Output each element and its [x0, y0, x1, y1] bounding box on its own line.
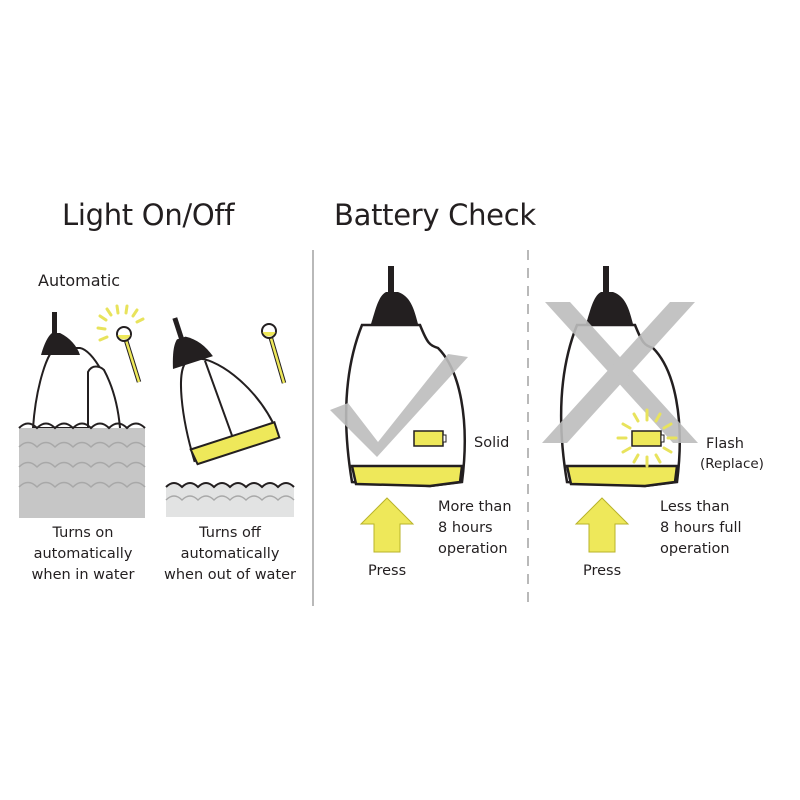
- battery-bad-sensor: [542, 266, 698, 553]
- replace-label: (Replace): [700, 456, 764, 472]
- press-arrow-icon[interactable]: [359, 497, 415, 553]
- sensor-out-of-water: [165, 317, 295, 517]
- solid-indicator-label: Solid: [474, 435, 510, 451]
- automatic-label: Automatic: [38, 271, 121, 290]
- probe-light-on-icon: [96, 304, 145, 383]
- battery-solid-icon: [413, 430, 447, 447]
- caption-line: when in water: [31, 567, 135, 583]
- out-of-water-caption: Turns off automatically when out of wate…: [160, 523, 300, 586]
- flash-indicator-label: Flash: [706, 436, 744, 452]
- sensor-cap: [586, 292, 633, 324]
- sensor-body: [344, 323, 466, 488]
- in-water-caption: Turns on automatically when in water: [22, 523, 144, 586]
- press-label: Press: [583, 563, 622, 579]
- lanyard-cord: [172, 317, 184, 340]
- sensor-in-water: [18, 304, 146, 518]
- sensor-flap: [87, 365, 121, 429]
- light-on-off-title: Light On/Off: [62, 198, 235, 232]
- sensor-seam: [204, 360, 238, 448]
- result-line: operation: [438, 541, 508, 557]
- result-line: Less than: [660, 499, 730, 515]
- water-body: [166, 487, 294, 517]
- water-ripples: [18, 441, 146, 489]
- probe-light-off-icon: [261, 323, 287, 384]
- checkmark-icon: [330, 354, 468, 457]
- lanyard-cord: [388, 266, 394, 300]
- caption-line: automatically: [33, 546, 133, 562]
- light-rays: [96, 304, 145, 342]
- lanyard-cord: [603, 266, 609, 300]
- result-line: 8 hours full: [660, 520, 742, 536]
- battery-check-title: Battery Check: [334, 198, 536, 232]
- sensor-cap: [172, 336, 213, 370]
- battery-good-sensor: [330, 266, 468, 553]
- flash-rays: [616, 408, 678, 468]
- caption-line: automatically: [180, 546, 280, 562]
- water-ripples: [165, 495, 295, 502]
- caption-line: Turns on: [52, 525, 114, 541]
- lanyard-cord: [52, 312, 57, 334]
- bad-result-text: Less than 8 hours full operation: [660, 497, 742, 560]
- x-mark-icon: [542, 302, 698, 443]
- caption-line: Turns off: [199, 525, 261, 541]
- battery-strip: [565, 464, 679, 488]
- sensor-cap: [371, 292, 418, 324]
- battery-strip: [189, 421, 281, 466]
- sensor-cap: [41, 333, 80, 355]
- press-label: Press: [368, 563, 407, 579]
- water-body: [19, 428, 145, 518]
- result-line: More than: [438, 499, 512, 515]
- water-surface: [18, 422, 146, 430]
- press-arrow-icon[interactable]: [574, 497, 630, 553]
- result-line: operation: [660, 541, 730, 557]
- caption-line: when out of water: [163, 567, 297, 583]
- result-line: 8 hours: [438, 520, 493, 536]
- water-surface: [165, 482, 295, 489]
- battery-flash-icon: [616, 408, 678, 468]
- battery-strip: [350, 464, 464, 488]
- good-result-text: More than 8 hours operation: [438, 497, 512, 560]
